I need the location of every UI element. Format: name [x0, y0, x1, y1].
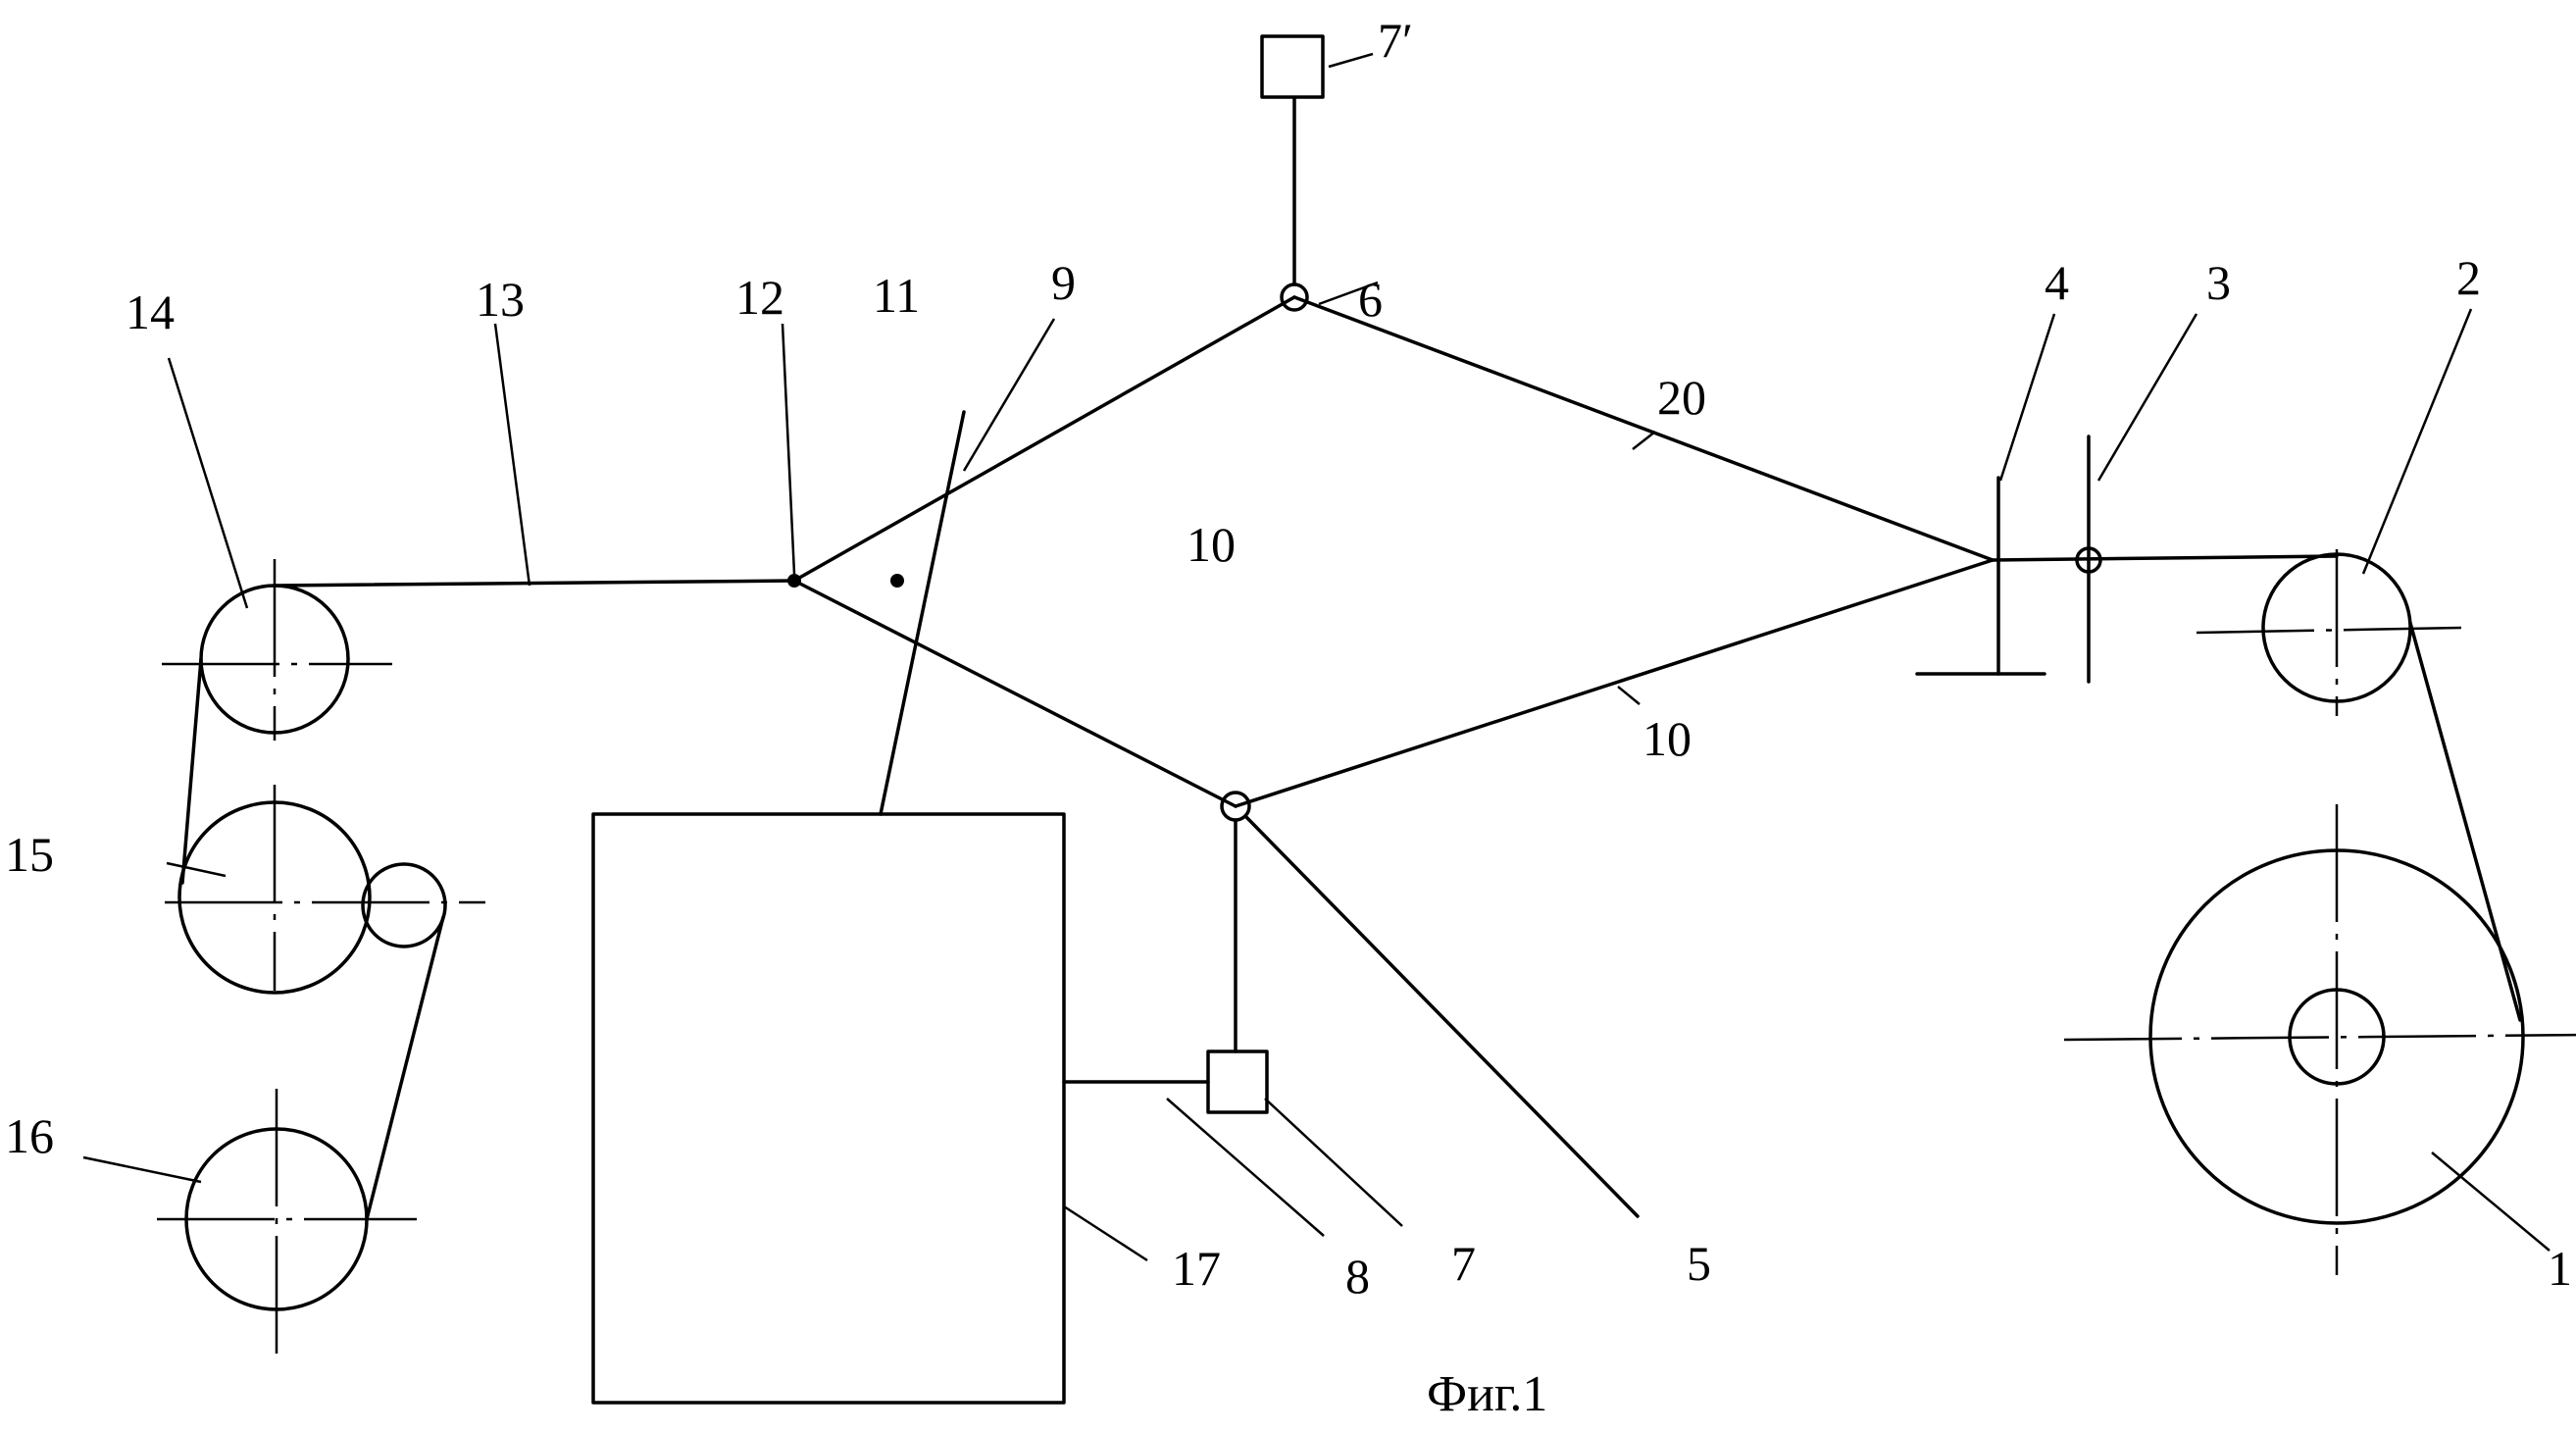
- link-9: [881, 412, 964, 814]
- roller-16: [157, 1089, 417, 1354]
- sensor-7-prime: [1262, 36, 1323, 97]
- thread-guide-4: [1917, 478, 2045, 674]
- label-7: 7: [1451, 1236, 1476, 1291]
- figure-caption: Фиг.1: [1427, 1366, 1547, 1422]
- label-7-prime: 7′: [1378, 13, 1413, 68]
- label-13: 13: [476, 272, 525, 327]
- control-block-17: [593, 814, 1064, 1403]
- thread-lower-left: [794, 581, 1236, 806]
- supply-roll-1: [2064, 804, 2576, 1275]
- eyelet-6: [1282, 98, 1307, 310]
- leader-lines: [83, 54, 2550, 1260]
- sensor-7: [1208, 1051, 1267, 1112]
- thread-10-lower-right: [1236, 560, 1993, 806]
- label-11: 11: [873, 268, 920, 323]
- label-10-center: 10: [1187, 517, 1236, 572]
- label-3: 3: [2206, 255, 2231, 310]
- label-6: 6: [1358, 272, 1383, 327]
- thread-to-guides: [1993, 556, 2337, 560]
- label-9: 9: [1051, 255, 1076, 310]
- label-4: 4: [2045, 255, 2069, 310]
- label-10-lower: 10: [1642, 711, 1692, 766]
- label-16: 16: [5, 1108, 54, 1163]
- label-5: 5: [1687, 1236, 1711, 1291]
- thread-roll-to-roller: [2410, 623, 2520, 1020]
- label-17: 17: [1172, 1241, 1221, 1296]
- label-20: 20: [1657, 370, 1706, 425]
- label-14: 14: [126, 284, 175, 339]
- eyelet-5: [1222, 793, 1638, 1216]
- label-1: 1: [2548, 1241, 2572, 1296]
- thread-13: [275, 581, 794, 586]
- label-8: 8: [1345, 1249, 1370, 1304]
- label-2: 2: [2456, 250, 2481, 305]
- guide-roller-2: [2197, 549, 2461, 716]
- thread-15-16: [367, 917, 443, 1219]
- reference-numerals: 1 2 3 4 5 6 7 7′ 8 9 10 10 11 12 13 14 1…: [5, 13, 2572, 1304]
- thread-branches: [794, 297, 1993, 806]
- roller-15: [165, 785, 485, 993]
- thread-20-upper-right: [1294, 297, 1993, 560]
- label-15: 15: [5, 827, 54, 882]
- point-11: [890, 574, 904, 588]
- label-12: 12: [735, 270, 784, 325]
